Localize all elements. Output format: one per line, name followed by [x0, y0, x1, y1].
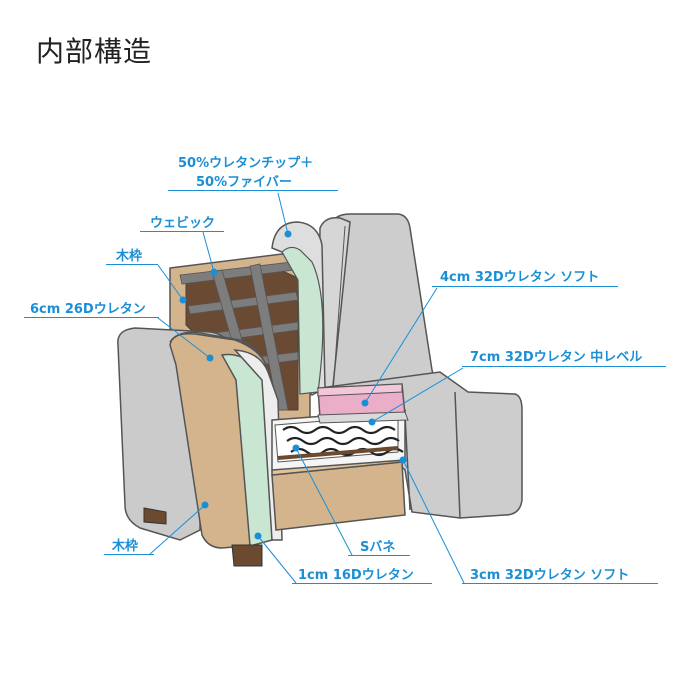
label-urethane-1cm: 1cm 16Dウレタン	[298, 568, 414, 583]
seat-cushion	[317, 383, 409, 424]
label-urethane-4cm: 4cm 32Dウレタン ソフト	[440, 270, 600, 285]
label-chip-fiber-line2: 50%ファイバー	[196, 175, 292, 190]
underline-urethane-6cm	[24, 317, 159, 318]
underline-urethane-3cm	[462, 583, 658, 584]
label-chip-fiber-line1: 50%ウレタンチップ＋	[178, 156, 314, 171]
left-arm	[117, 327, 283, 549]
s-springs	[282, 425, 404, 457]
spring-rail	[277, 446, 399, 460]
underline-urethane-1cm	[292, 583, 432, 584]
label-wood-frame-top: 木枠	[116, 249, 143, 264]
front-leg	[231, 544, 263, 567]
label-urethane-6cm: 6cm 26Dウレタン	[30, 302, 146, 317]
label-wood-frame-bottom: 木枠	[112, 539, 139, 554]
underline-wood-frame-top	[106, 264, 158, 265]
label-s-spring: Sバネ	[360, 540, 396, 555]
label-urethane-3cm: 3cm 32Dウレタン ソフト	[470, 568, 630, 583]
page-title: 内部構造	[36, 35, 153, 68]
back-cushion-4cm	[281, 246, 324, 395]
underline-wood-frame-bottom	[104, 554, 154, 555]
back-leg	[143, 507, 167, 525]
label-urethane-7cm: 7cm 32Dウレタン 中レベル	[470, 350, 643, 365]
underline-s-spring	[348, 555, 410, 556]
underline-urethane-7cm	[462, 366, 666, 367]
label-webbing: ウェビック	[150, 216, 216, 231]
underline-urethane-4cm	[432, 286, 618, 287]
leader-lines	[149, 192, 465, 584]
underline-chip-fiber	[168, 190, 338, 191]
underline-webbing	[140, 231, 224, 232]
